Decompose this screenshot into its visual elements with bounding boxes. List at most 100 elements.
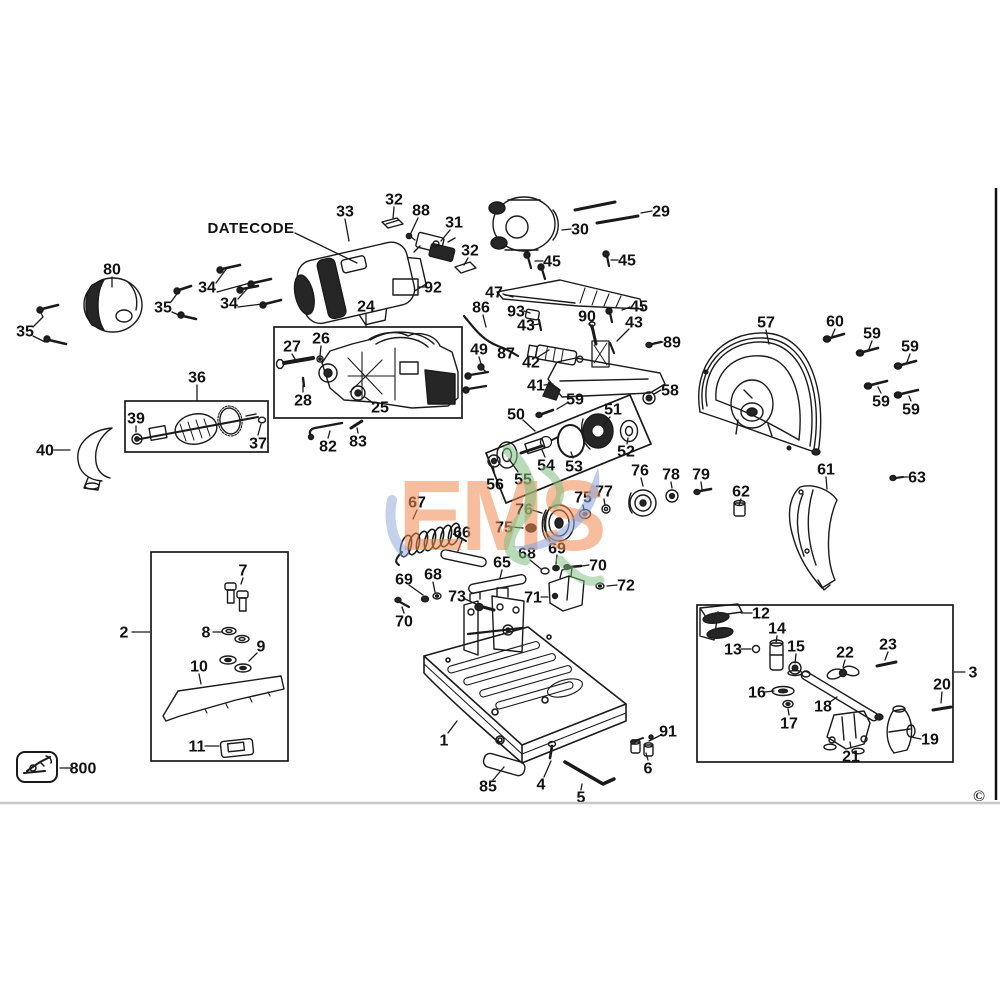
part-pin-43a: [537, 318, 543, 332]
part-label-90: 90: [578, 309, 596, 326]
part-stator-30: [488, 196, 559, 252]
part-label-16: 16: [748, 685, 766, 702]
part-block-11: [219, 737, 255, 759]
part-label-83: 83: [349, 434, 367, 451]
part-foot-85: [482, 752, 526, 777]
part-grommet-49: [477, 363, 487, 373]
part-block-93: [524, 308, 540, 321]
part-label-62: 62: [732, 484, 750, 501]
part-label-72: 72: [617, 578, 635, 595]
part-label-12: 12: [752, 606, 770, 623]
ems-watermark-text: EMS: [398, 460, 603, 572]
part-label-59: 59: [902, 402, 920, 419]
part-label-86: 86: [472, 300, 490, 317]
part-label-69: 69: [548, 541, 566, 558]
part-feet-6: [630, 739, 654, 757]
part-label-69: 69: [395, 572, 413, 589]
kit-box-3: [696, 604, 954, 763]
part-label-29: 29: [652, 204, 670, 221]
part-label-59: 59: [863, 326, 881, 343]
part-label-23: 23: [879, 637, 897, 654]
part-washer-16: [771, 685, 795, 697]
part-screws-45: [462, 250, 614, 394]
part-screw-88: [405, 232, 416, 241]
part-label-42: 42: [522, 355, 540, 372]
part-cylinder-14: [769, 639, 784, 671]
part-label-39: 39: [127, 411, 145, 428]
part-label-31: 31: [445, 215, 463, 232]
part-label-13: 13: [724, 642, 742, 659]
part-label-51: 51: [604, 402, 622, 419]
part-end-cap-80: [83, 277, 143, 333]
part-label-80: 80: [103, 262, 121, 279]
part-label-17: 17: [780, 716, 798, 733]
part-label-73: 73: [448, 589, 466, 606]
part-pin-79: [693, 487, 713, 496]
part-label-8: 8: [202, 625, 211, 642]
part-label-43: 43: [517, 318, 535, 335]
part-label-25: 25: [371, 400, 389, 417]
part-washers-9: [219, 655, 252, 673]
part-label-7: 7: [239, 563, 248, 580]
part-label-24: 24: [357, 299, 375, 316]
part-cable-86: [462, 314, 520, 358]
part-bushing-58: [642, 391, 656, 405]
part-label-60: 60: [826, 314, 844, 331]
part-label-32: 32: [385, 192, 403, 209]
part-label-37: 37: [249, 436, 267, 453]
ems-watermark-green-tail: [555, 555, 605, 586]
part-label-9: 9: [257, 639, 266, 656]
part-label-21: 21: [842, 749, 860, 766]
part-label-32: 32: [461, 243, 479, 260]
part-base-1: [423, 626, 627, 764]
part-drawings: [16, 196, 953, 786]
copyright-mark: ©: [973, 788, 985, 805]
part-label-3: 3: [969, 665, 978, 682]
part-washer-78: [665, 489, 679, 503]
part-label-26: 26: [312, 331, 330, 348]
part-lever-82: [307, 421, 344, 441]
part-label-22: 22: [836, 645, 854, 662]
part-label-76: 76: [631, 463, 649, 480]
part-label-800: 800: [70, 761, 97, 778]
part-label-28: 28: [294, 393, 312, 410]
part-label-45: 45: [630, 299, 648, 316]
part-label-88: 88: [412, 203, 430, 220]
part-slide-plate-47: [496, 279, 644, 310]
part-clamp-12: [699, 603, 743, 641]
part-label-45: 45: [543, 254, 561, 271]
part-label-20: 20: [933, 677, 951, 694]
part-label-5: 5: [577, 790, 586, 807]
part-label-50: 50: [507, 407, 525, 424]
part-label-78: 78: [662, 467, 680, 484]
part-label-43: 43: [625, 315, 643, 332]
part-rod-18: [800, 670, 884, 722]
part-ball-13: [751, 644, 761, 654]
part-label-6: 6: [644, 761, 653, 778]
part-ring-77: [601, 504, 611, 514]
part-label-33: 33: [336, 204, 354, 221]
ems-watermark: EMS: [385, 444, 607, 586]
part-blade-guard-57: [698, 332, 822, 456]
part-screw-63: [889, 474, 904, 482]
part-label-82: 82: [319, 439, 337, 456]
kit-boxes: [124, 326, 954, 763]
part-ring-clamp-40: [77, 427, 113, 491]
kit-box-2: [150, 551, 289, 762]
part-label-47: 47: [485, 285, 503, 302]
part-label-63: 63: [908, 470, 926, 487]
part-label-65: 65: [493, 555, 511, 572]
part-label-2: 2: [120, 625, 129, 642]
part-label-14: 14: [768, 621, 786, 638]
part-brush-holder-31: [413, 231, 456, 262]
part-label-56: 56: [486, 477, 504, 494]
part-label-92: 92: [424, 280, 442, 297]
part-label-19: 19: [921, 732, 939, 749]
part-screws-91: [630, 734, 654, 745]
part-motor-housing: [293, 241, 427, 326]
part-label-15: 15: [787, 639, 805, 656]
part-label-70: 70: [589, 558, 607, 575]
part-bolts-7: [224, 582, 249, 612]
